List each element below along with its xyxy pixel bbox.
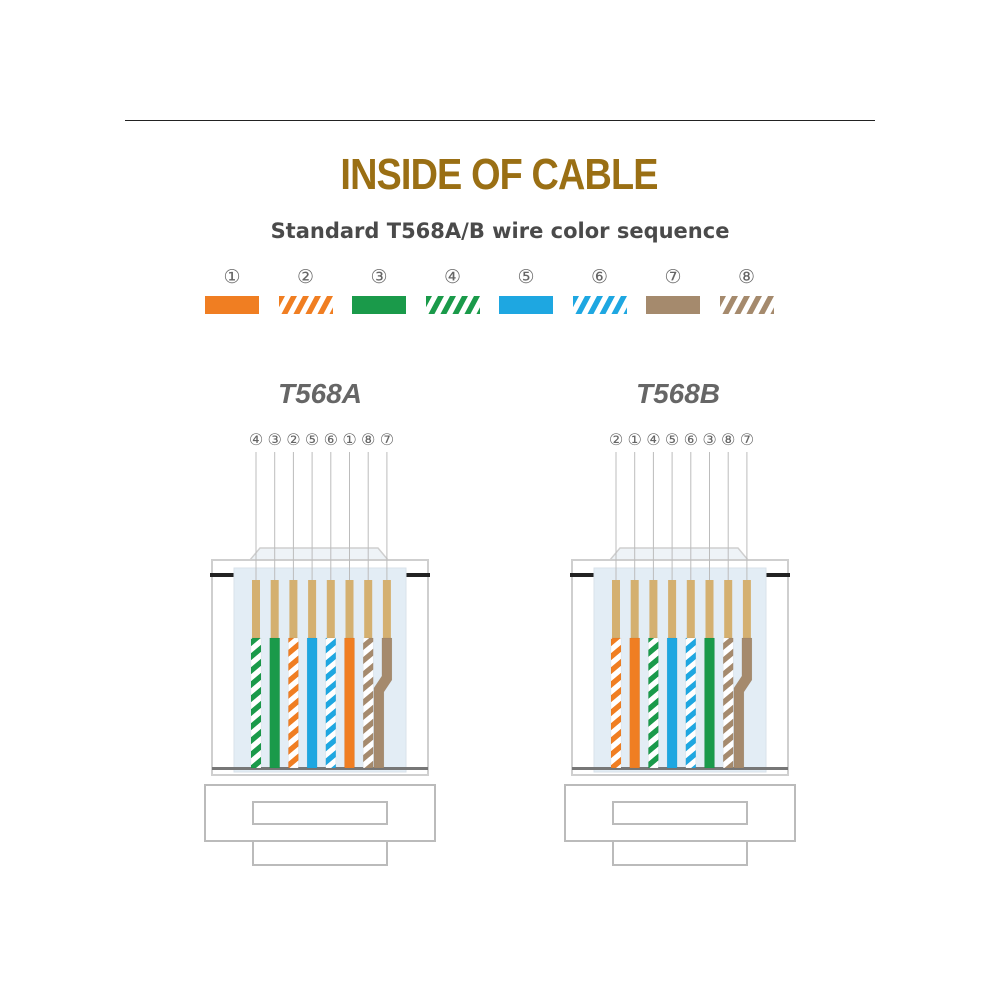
copper-contact xyxy=(649,580,658,638)
connector-shoulder-left xyxy=(210,573,238,577)
copper-contact xyxy=(668,580,677,638)
pin-number-4: ⑤ xyxy=(664,430,680,449)
wire-7 xyxy=(362,637,374,769)
legend-swatch-2 xyxy=(278,296,333,314)
connector-base-line xyxy=(212,767,428,770)
pin-number-1: ④ xyxy=(248,430,264,449)
pin-number-1: ② xyxy=(608,430,624,449)
pin-number-5: ⑥ xyxy=(323,430,338,449)
copper-contact xyxy=(326,580,335,638)
copper-contact xyxy=(630,580,639,638)
connector-shoulder-right xyxy=(762,573,790,577)
wire-8 xyxy=(373,637,393,769)
pin-number-7: ⑧ xyxy=(361,430,376,449)
connector-drawing xyxy=(204,452,436,866)
legend-number-7: ⑦ xyxy=(664,266,682,288)
wire-2 xyxy=(629,637,640,769)
pin-number-2: ① xyxy=(627,430,642,449)
copper-contact xyxy=(724,580,733,638)
connector-base-line xyxy=(572,767,788,770)
pin-number-7: ⑧ xyxy=(721,430,736,449)
wire-4 xyxy=(666,637,678,769)
copper-contact xyxy=(364,580,373,638)
pin-number-6: ③ xyxy=(702,430,717,449)
wire-4 xyxy=(306,637,318,769)
pin-number-8: ⑦ xyxy=(379,430,395,449)
wire-6 xyxy=(344,637,355,769)
wire-5 xyxy=(325,637,337,769)
wire-3 xyxy=(648,637,659,769)
legend-swatch-4 xyxy=(425,296,480,314)
wire-5 xyxy=(685,637,697,769)
legend-number-2: ② xyxy=(296,266,315,288)
legend-swatch-6 xyxy=(572,296,627,314)
pin-number-4: ⑤ xyxy=(304,430,320,449)
standard-label-t568b: T568B xyxy=(635,378,721,409)
connector-shoulder-left xyxy=(570,573,598,577)
wire-1 xyxy=(610,637,622,769)
wire-6 xyxy=(704,637,715,769)
legend-swatch-8 xyxy=(719,296,774,314)
legend-number-5: ⑤ xyxy=(517,266,535,288)
copper-contact xyxy=(252,580,260,638)
legend-swatch-5 xyxy=(499,296,553,314)
legend-swatch-7 xyxy=(646,296,700,314)
pin-number-8: ⑦ xyxy=(739,430,755,449)
pin-number-5: ⑥ xyxy=(683,430,698,449)
legend-number-6: ⑥ xyxy=(590,266,609,288)
top-divider xyxy=(125,120,875,121)
wire-8 xyxy=(733,637,753,769)
copper-contact xyxy=(705,580,714,638)
copper-contact xyxy=(686,580,695,638)
pin-number-6: ① xyxy=(342,430,357,449)
connector-top-latch xyxy=(608,547,750,561)
copper-contact xyxy=(270,580,279,638)
copper-contact xyxy=(742,580,751,638)
legend-number-1: ① xyxy=(223,266,241,288)
connector-drawing xyxy=(564,452,796,866)
connector-tail xyxy=(252,840,388,866)
legend-number-4: ④ xyxy=(443,266,462,288)
legend-swatch-1 xyxy=(205,296,259,314)
pin-number-2: ③ xyxy=(267,430,282,449)
copper-contact xyxy=(612,580,620,638)
wire-7 xyxy=(722,637,734,769)
color-legend: ① ② ③ ④ ⑤ ⑥ ⑦ ⑧ xyxy=(0,260,1000,330)
connector-shoulder-right xyxy=(402,573,430,577)
page-title: INSIDE OF CABLE xyxy=(340,150,658,199)
wire-3 xyxy=(288,637,299,769)
pin-number-3: ④ xyxy=(646,430,661,449)
copper-contact xyxy=(308,580,317,638)
legend-swatch-3 xyxy=(352,296,406,314)
wire-2 xyxy=(269,637,280,769)
copper-contact xyxy=(289,580,298,638)
copper-contact xyxy=(382,580,391,638)
connector-boot-slot xyxy=(612,801,748,825)
connector-top-latch xyxy=(248,547,390,561)
page-subtitle: Standard T568A/B wire color sequence xyxy=(270,219,730,243)
standard-label-t568a: T568A xyxy=(277,378,363,409)
legend-number-3: ③ xyxy=(370,266,388,288)
copper-contact xyxy=(345,580,354,638)
connector-boot-slot xyxy=(252,801,388,825)
wire-1 xyxy=(250,637,262,769)
pin-number-3: ② xyxy=(286,430,301,449)
connector-tail xyxy=(612,840,748,866)
legend-number-8: ⑧ xyxy=(737,266,756,288)
